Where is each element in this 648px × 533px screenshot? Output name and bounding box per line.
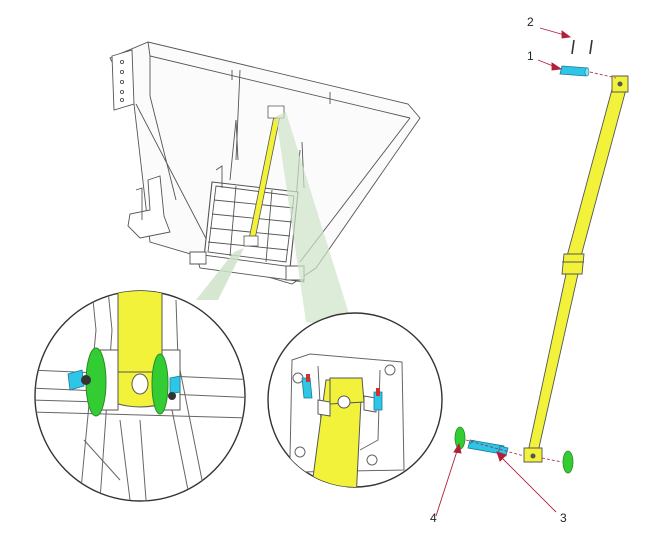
strut-detail-left	[117, 291, 163, 377]
strut-upper-tube	[565, 81, 629, 261]
assembly-axis-bottom	[465, 439, 563, 463]
clevis-pin-left	[67, 369, 85, 391]
zoom-cone-left	[196, 248, 244, 300]
detail-view-right	[267, 312, 443, 488]
part-2-cotter-pins	[571, 39, 593, 55]
detail-view-left	[34, 290, 246, 502]
exploded-strut	[523, 75, 629, 463]
part-4-washer-right	[562, 450, 574, 474]
mounting-plate	[111, 49, 135, 111]
callout-1: 1	[527, 49, 534, 63]
callout-2: 2	[527, 15, 534, 29]
mounting-holes	[119, 59, 125, 103]
part-4-washer-left	[454, 426, 466, 450]
callout-3: 3	[560, 511, 567, 525]
leader-lines	[435, 27, 572, 517]
zoom-cone-right	[276, 112, 354, 330]
strut-lower-rod	[527, 273, 579, 453]
washer-left-b	[151, 353, 169, 415]
assembly-axis-top	[589, 71, 617, 79]
callout-4: 4	[430, 511, 437, 525]
part-1-clevis-pin	[559, 65, 590, 77]
